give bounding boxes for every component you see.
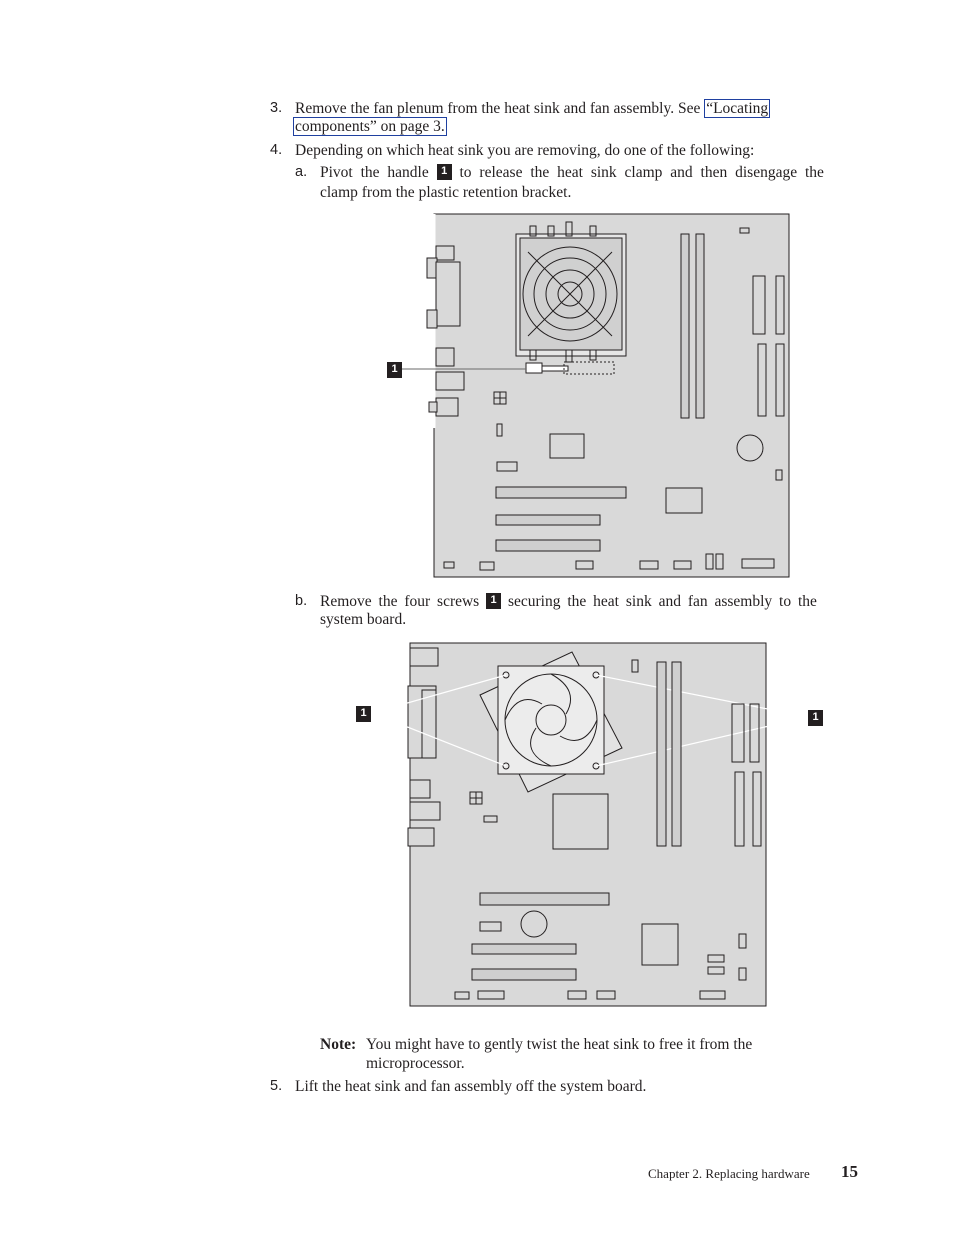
step-4a-text-pre: Pivot the handle <box>320 164 429 181</box>
step-4a-letter: a. <box>295 164 308 180</box>
step-3-text: Remove the fan plenum from the heat sink… <box>295 100 701 117</box>
callout-1-badge: 1 <box>356 706 371 723</box>
step-4-number: 4. <box>270 142 283 158</box>
callout-1-badge: 1 <box>387 362 402 379</box>
step-4a-line-2: clamp from the plastic retention bracket… <box>320 184 572 201</box>
callout-1-badge: 1 <box>808 710 823 727</box>
figure-1-callout: 1 <box>387 362 402 380</box>
system-board-heat-sink-screws-figure <box>371 642 809 1007</box>
step-3-line-2: components” on page 3. <box>293 117 447 136</box>
page-number: 15 <box>841 1162 858 1181</box>
step-4b-letter: b. <box>295 593 308 609</box>
locating-components-link-part-1[interactable]: “Locating <box>704 99 771 118</box>
note-label: Note: <box>320 1036 357 1053</box>
locating-components-link-part-2[interactable]: components” on page 3. <box>293 117 447 136</box>
step-4b-text-pre: Remove the four screws <box>320 593 480 610</box>
step-3-line-1: Remove the fan plenum from the heat sink… <box>295 99 771 118</box>
step-4b-line-1: Remove the four screws 1 securing the he… <box>320 592 850 611</box>
step-5-text: Lift the heat sink and fan assembly off … <box>295 1078 647 1095</box>
callout-1-badge: 1 <box>486 593 502 610</box>
callout-1-badge: 1 <box>436 164 452 181</box>
step-5-number: 5. <box>270 1078 283 1094</box>
step-4a-line-1: Pivot the handle 1 to release the heat s… <box>320 163 850 182</box>
step-4b-text-post: securing the heat sink and fan assembly … <box>507 593 817 610</box>
footer-chapter: Chapter 2. Replacing hardware <box>648 1166 810 1181</box>
note-line-2: microprocessor. <box>366 1055 465 1072</box>
step-4a-text-post: to release the heat sink clamp and then … <box>459 164 824 181</box>
system-board-heat-sink-handle-figure <box>402 213 790 578</box>
figure-2-callout-left: 1 <box>356 706 371 724</box>
figure-2-callout-right: 1 <box>808 710 823 728</box>
note-line-1: You might have to gently twist the heat … <box>366 1036 753 1053</box>
step-4-text: Depending on which heat sink you are rem… <box>295 142 755 159</box>
step-4b-line-2: system board. <box>320 611 407 628</box>
step-3-number: 3. <box>270 100 283 116</box>
